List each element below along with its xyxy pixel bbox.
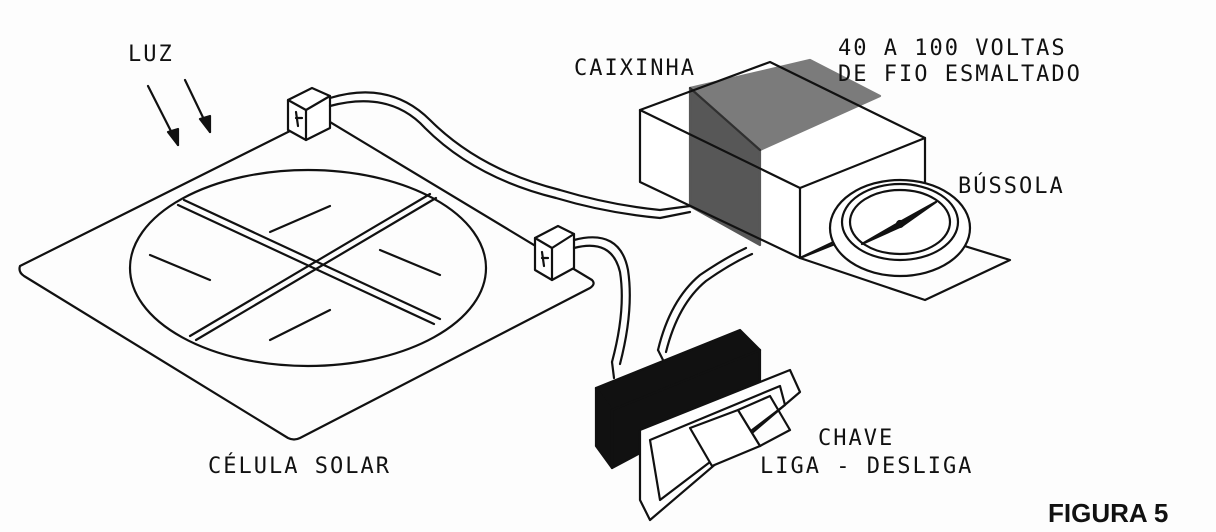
label-box: CAIXINHA — [574, 56, 696, 81]
figure-caption: FIGURA 5 — [1048, 498, 1169, 528]
wire-top — [328, 91, 692, 220]
label-wire-turns-2: DE FIO ESMALTADO — [838, 62, 1082, 87]
terminal-clip-bottom — [533, 224, 576, 282]
label-solar-cell: CÉLULA SOLAR — [208, 454, 391, 479]
terminal-clip-top — [286, 86, 332, 142]
label-switch-1: CHAVE — [818, 426, 895, 451]
wire-bottom — [572, 236, 631, 366]
light-arrows — [146, 78, 212, 147]
wire-end-right — [656, 348, 666, 364]
wire-switch-coil — [656, 246, 754, 354]
compass — [798, 178, 1012, 302]
solar-panel — [18, 114, 595, 441]
label-light: LUZ — [128, 42, 174, 67]
switch — [594, 328, 802, 522]
label-wire-turns-1: 40 A 100 VOLTAS — [838, 36, 1067, 61]
wire-end-left — [610, 360, 616, 380]
label-switch-2: LIGA - DESLIGA — [760, 454, 974, 479]
label-compass: BÚSSOLA — [958, 174, 1065, 199]
